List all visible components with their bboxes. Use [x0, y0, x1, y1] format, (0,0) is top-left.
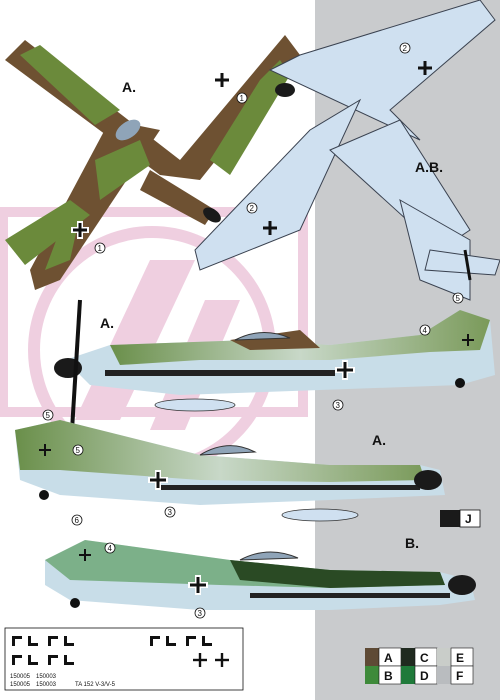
legend-label-e: E — [456, 651, 464, 665]
swastika-marking-icon — [215, 653, 229, 667]
svg-text:1: 1 — [240, 94, 245, 103]
callout-markers — [42, 42, 464, 619]
balkenkreuz-icon — [418, 61, 432, 75]
side-view-1-label: A. — [100, 315, 114, 331]
swastika-marking-icon — [462, 334, 474, 346]
balkenkreuz-icon — [148, 470, 168, 490]
svg-text:2: 2 — [403, 44, 408, 53]
balkenkreuz-icon — [335, 360, 355, 380]
decal-caption: TA 152 V-3/V-5 — [75, 682, 116, 688]
decal-sheet: 150005 150003 150005 150003 TA 152 V-3/V… — [4, 627, 244, 691]
decal-serial: 150005 — [10, 674, 31, 680]
swastika-marking-icon — [39, 444, 51, 456]
side-view-2-aircraft — [15, 420, 445, 522]
top-view-label: A. — [122, 79, 136, 95]
balkenkreuz-icon — [71, 221, 89, 239]
callout-numbers: 1 2 2 1 5 4 3 5 5 3 6 4 3 — [46, 44, 461, 618]
legend-label-f: F — [456, 669, 463, 683]
svg-text:4: 4 — [108, 544, 113, 553]
decal-serial: 150003 — [36, 674, 57, 680]
legend-label-d: D — [420, 669, 429, 683]
balkenkreuz-icon — [213, 71, 231, 89]
color-legend: A C E B D F — [365, 647, 474, 685]
legend-label-a: A — [384, 651, 393, 665]
side-view-3-aircraft — [45, 540, 476, 610]
decal-serial: 150005 — [10, 682, 31, 688]
underside-view-aircraft — [194, 0, 500, 301]
swastika-marking-icon — [79, 549, 91, 561]
decal-serial: 150003 — [36, 682, 57, 688]
svg-text:3: 3 — [168, 508, 173, 517]
svg-text:3: 3 — [336, 401, 341, 410]
svg-text:4: 4 — [423, 326, 428, 335]
legend-label-b: B — [384, 669, 393, 683]
side-view-2-label: A. — [372, 432, 386, 448]
side-view-1-aircraft — [54, 299, 495, 431]
color-swatch-j-label: J — [465, 512, 472, 526]
balkenkreuz-icon — [188, 575, 208, 595]
top-view-aircraft — [5, 35, 300, 290]
svg-text:1: 1 — [98, 244, 103, 253]
balkenkreuz-icon — [263, 221, 277, 235]
color-swatch-j — [459, 509, 481, 528]
legend-label-c: C — [420, 651, 429, 665]
svg-text:5: 5 — [46, 411, 51, 420]
underside-view-label: A.B. — [415, 159, 443, 175]
color-swatch-j-dark — [440, 510, 460, 527]
svg-text:5: 5 — [76, 446, 81, 455]
svg-text:2: 2 — [250, 204, 255, 213]
svg-text:5: 5 — [456, 294, 461, 303]
svg-text:3: 3 — [198, 609, 203, 618]
svg-text:6: 6 — [75, 516, 80, 525]
swastika-marking-icon — [193, 653, 207, 667]
side-view-3-label: B. — [405, 535, 419, 551]
